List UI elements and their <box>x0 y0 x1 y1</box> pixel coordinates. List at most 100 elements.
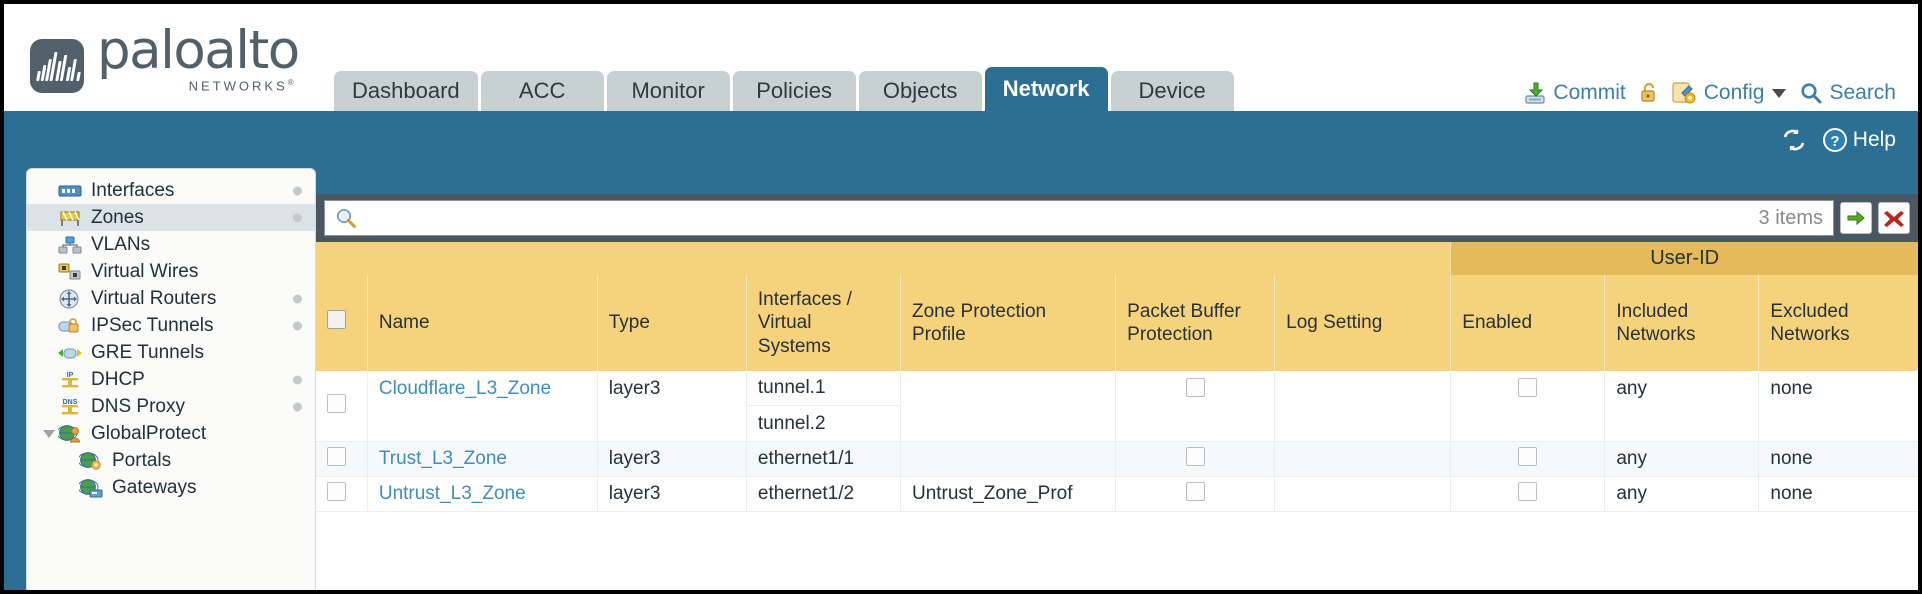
select-all-header[interactable] <box>316 275 368 371</box>
select-all-checkbox[interactable] <box>327 310 346 330</box>
lock-button[interactable] <box>1639 81 1659 105</box>
userid-enabled-checkbox[interactable] <box>1518 378 1538 397</box>
row-select-cell[interactable] <box>316 371 368 442</box>
config-menu[interactable]: Config <box>1672 81 1787 105</box>
row-checkbox[interactable] <box>327 446 346 466</box>
cell-type: layer3 <box>596 441 747 477</box>
cell-interfaces: ethernet1/1 <box>745 441 901 477</box>
row-checkbox[interactable] <box>327 393 346 413</box>
column-header-packet-buffer-protection[interactable]: Packet Buffer Protection <box>1115 275 1275 371</box>
column-header-type[interactable]: Type <box>596 275 747 371</box>
zone-name-link[interactable]: Untrust_L3_Zone <box>378 483 526 504</box>
sidebar-item-virtual-wires[interactable]: Virtual Wires <box>27 258 315 285</box>
cell-interfaces: tunnel.1 tunnel.2 <box>745 371 901 442</box>
column-header-name[interactable]: Name <box>366 275 598 371</box>
sidebar-item-label: Virtual Routers <box>91 287 217 309</box>
brand-name: paloalto <box>97 20 300 81</box>
column-header-log-setting[interactable]: Log Setting <box>1274 275 1451 371</box>
sidebar-item-dns-proxy[interactable]: DNS DNS Proxy <box>27 393 315 420</box>
packet-buffer-protection-checkbox[interactable] <box>1185 378 1205 397</box>
userid-enabled-checkbox[interactable] <box>1518 446 1538 466</box>
sidebar-item-label: VLANs <box>91 233 151 255</box>
cell-excluded-networks: none <box>1758 441 1918 477</box>
sidebar-item-globalprotect[interactable]: GlobalProtect <box>27 420 315 447</box>
clear-filter-button[interactable] <box>1878 202 1910 234</box>
sidebar-item-label: Interfaces <box>91 179 175 201</box>
sidebar-item-portals[interactable]: Portals <box>27 447 315 474</box>
sidebar-item-ipsec-tunnels[interactable]: IPSec Tunnels <box>27 312 315 339</box>
globalprotect-icon <box>58 424 84 444</box>
packet-buffer-protection-checkbox[interactable] <box>1185 481 1205 501</box>
search-input[interactable] <box>363 207 1751 229</box>
virtual-wires-icon <box>58 262 84 282</box>
row-select-cell[interactable] <box>316 476 368 512</box>
cell-packet-buffer-protection[interactable] <box>1115 371 1275 442</box>
sidebar-item-label: GlobalProtect <box>91 422 207 444</box>
zone-name-link[interactable]: Cloudflare_L3_Zone <box>378 378 552 399</box>
chevron-down-icon <box>1772 88 1787 98</box>
filter-toolbar: 3 items <box>316 194 1918 242</box>
column-header-included-networks[interactable]: Included Networks <box>1604 275 1759 371</box>
cell-packet-buffer-protection[interactable] <box>1115 476 1275 512</box>
sidebar-item-virtual-routers[interactable]: Virtual Routers <box>27 285 315 312</box>
column-header-excluded-networks[interactable]: Excluded Networks <box>1758 275 1918 371</box>
cell-name[interactable]: Cloudflare_L3_Zone <box>366 371 598 442</box>
sidebar-item-dhcp[interactable]: IP DHCP <box>27 366 315 393</box>
sidebar-item-label: IPSec Tunnels <box>91 314 214 336</box>
config-label: Config <box>1703 81 1765 104</box>
row-select-cell[interactable] <box>316 441 368 477</box>
column-header-zone-protection-profile[interactable]: Zone Protection Profile <box>899 275 1116 371</box>
sidebar-item-vlans[interactable]: VLANs <box>27 231 315 258</box>
sidebar-status-dot <box>293 186 302 195</box>
zone-name-link[interactable]: Trust_L3_Zone <box>378 448 507 469</box>
refresh-icon[interactable] <box>1780 127 1808 153</box>
table-row[interactable]: Trust_L3_Zone layer3 ethernet1/1 any <box>316 441 1918 477</box>
tab-policies[interactable]: Policies <box>732 71 856 111</box>
tab-dashboard[interactable]: Dashboard <box>334 71 478 111</box>
top-bar: paloalto NETWORKS® Dashboard ACC Monitor… <box>4 4 1918 111</box>
main-nav-tabs: Dashboard ACC Monitor Policies Objects N… <box>334 67 1234 111</box>
gateways-icon <box>79 478 105 498</box>
cell-userid-enabled[interactable] <box>1450 441 1605 477</box>
top-action-bar: Commit Config <box>1523 81 1896 105</box>
search-button[interactable]: Search <box>1799 81 1896 105</box>
row-checkbox[interactable] <box>327 481 346 501</box>
expand-triangle-icon[interactable] <box>41 429 57 438</box>
sidebar-item-gre-tunnels[interactable]: GRE Tunnels <box>27 339 315 366</box>
commit-label: Commit <box>1553 81 1626 104</box>
body-area: Interfaces Zones VLANs <box>4 168 1918 590</box>
sidebar-item-interfaces[interactable]: Interfaces <box>27 177 315 204</box>
help-label: Help <box>1852 127 1896 151</box>
cell-log-setting <box>1274 476 1451 512</box>
column-header-userid-enabled[interactable]: Enabled <box>1450 275 1605 371</box>
cell-name[interactable]: Trust_L3_Zone <box>366 441 598 477</box>
sidebar-item-gateways[interactable]: Gateways <box>27 474 315 501</box>
tab-acc[interactable]: ACC <box>480 71 604 111</box>
apply-filter-button[interactable] <box>1840 202 1872 234</box>
cell-packet-buffer-protection[interactable] <box>1115 441 1275 477</box>
tab-monitor[interactable]: Monitor <box>606 71 730 111</box>
gre-tunnels-icon <box>58 343 84 363</box>
table-row[interactable]: Untrust_L3_Zone layer3 ethernet1/2 Untru… <box>316 476 1918 512</box>
column-header-interfaces[interactable]: Interfaces / Virtual Systems <box>745 275 901 371</box>
userid-enabled-checkbox[interactable] <box>1518 481 1538 501</box>
cell-userid-enabled[interactable] <box>1450 476 1605 512</box>
tab-device[interactable]: Device <box>1110 71 1234 111</box>
packet-buffer-protection-checkbox[interactable] <box>1185 446 1205 466</box>
commit-button[interactable]: Commit <box>1523 81 1626 105</box>
cell-name[interactable]: Untrust_L3_Zone <box>366 476 598 512</box>
vlans-icon <box>58 235 84 255</box>
table-row[interactable]: Cloudflare_L3_Zone layer3 tunnel.1 tunne… <box>316 371 1918 442</box>
green-arrow-apply-icon <box>1847 210 1865 226</box>
tab-network[interactable]: Network <box>984 67 1108 111</box>
commit-save-icon <box>1525 82 1546 104</box>
sidebar-item-label: Portals <box>112 449 172 471</box>
cell-zone-protection-profile: Untrust_Zone_Prof <box>899 476 1116 512</box>
cell-userid-enabled[interactable] <box>1450 371 1605 442</box>
help-question-icon: ? <box>1822 127 1847 152</box>
filter-search-container[interactable]: 3 items <box>324 200 1834 236</box>
sidebar-item-zones[interactable]: Zones <box>27 204 315 231</box>
help-button[interactable]: ? Help <box>1822 127 1896 153</box>
tab-objects[interactable]: Objects <box>858 71 982 111</box>
virtual-routers-icon <box>58 288 84 309</box>
